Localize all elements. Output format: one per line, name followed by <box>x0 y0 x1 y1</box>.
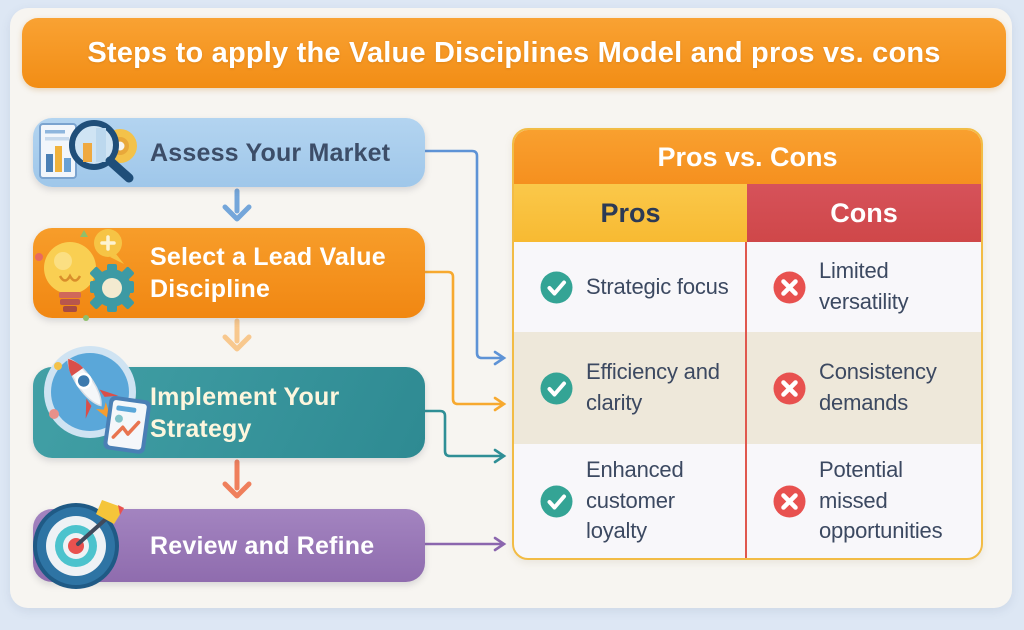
con-text: Consistency demands <box>819 359 937 415</box>
table-header-row: Pros Cons <box>514 184 981 242</box>
pros-cons-table: Pros vs. Cons Pros Cons Strategic focus … <box>512 128 983 560</box>
con-text: Limited versatility <box>819 258 909 314</box>
pro-cell: Efficiency and clarity <box>514 332 747 444</box>
con-cell: Limited versatility <box>747 242 981 332</box>
con-text: Potential missed opportunities <box>819 456 943 544</box>
pro-text: Efficiency and clarity <box>586 359 720 415</box>
check-circle-icon <box>540 271 573 303</box>
check-circle-icon <box>540 372 573 404</box>
table-row: Enhanced customer loyalty Potential miss… <box>514 444 981 558</box>
table-title: Pros vs. Cons <box>514 130 981 184</box>
pro-cell: Strategic focus <box>514 242 747 332</box>
con-cell: Potential missed opportunities <box>747 444 981 558</box>
pro-text: Strategic focus <box>586 273 729 299</box>
step-label: Implement Your Strategy <box>150 382 340 443</box>
page-title: Steps to apply the Value Disciplines Mod… <box>87 36 941 69</box>
column-header-cons: Cons <box>747 184 981 242</box>
check-circle-icon <box>540 485 573 517</box>
x-circle-icon <box>773 271 806 303</box>
x-circle-icon <box>773 372 806 404</box>
pro-text: Enhanced customer loyalty <box>586 456 684 544</box>
pro-cell: Enhanced customer loyalty <box>514 444 747 558</box>
step-review-refine: Review and Refine <box>33 509 425 582</box>
column-header-pros: Pros <box>514 184 747 242</box>
step-select-discipline: Select a Lead Value Discipline <box>33 228 425 318</box>
table-row: Strategic focus Limited versatility <box>514 242 981 332</box>
step-label: Assess Your Market <box>150 138 391 167</box>
table-row: Efficiency and clarity Consistency deman… <box>514 332 981 444</box>
step-assess-market: Assess Your Market <box>33 118 425 187</box>
con-cell: Consistency demands <box>747 332 981 444</box>
x-circle-icon <box>773 485 806 517</box>
header-banner: Steps to apply the Value Disciplines Mod… <box>22 18 1006 88</box>
step-implement-strategy: Implement Your Strategy <box>33 367 425 458</box>
step-label: Select a Lead Value Discipline <box>150 243 386 303</box>
step-label: Review and Refine <box>150 531 375 560</box>
